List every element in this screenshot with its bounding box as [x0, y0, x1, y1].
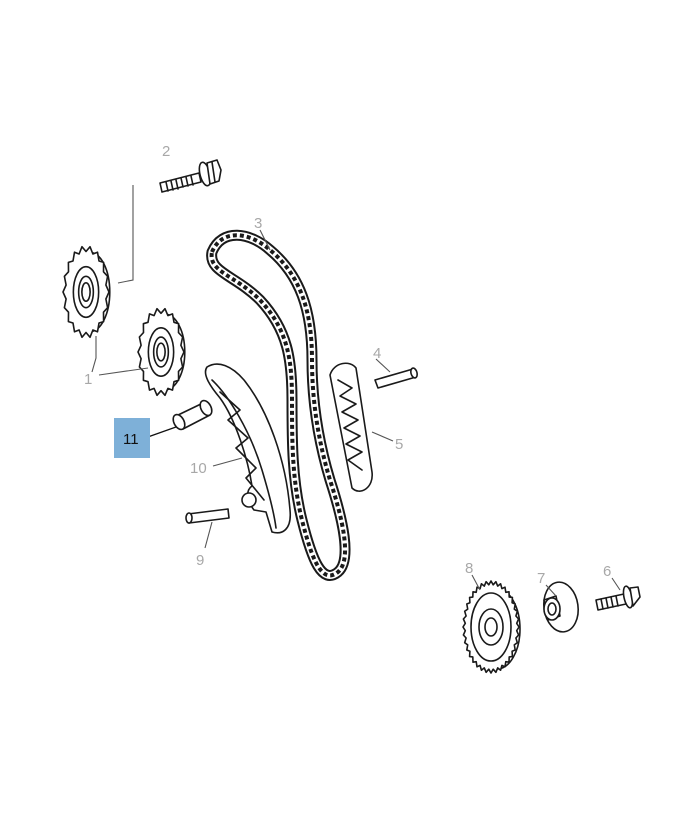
callout-11-highlight[interactable]: [114, 418, 150, 458]
camshaft-sprocket-icon[interactable]: [62, 245, 111, 339]
washer-icon[interactable]: [541, 580, 582, 634]
tensioner-rail-icon[interactable]: [204, 363, 292, 534]
camshaft-sprocket-icon[interactable]: [137, 307, 186, 397]
callout-5[interactable]: 5: [395, 436, 403, 453]
flange-bolt-icon[interactable]: [595, 585, 641, 611]
callout-1[interactable]: 1: [84, 371, 92, 388]
guide-pin-icon[interactable]: [185, 508, 230, 524]
callout-2[interactable]: 2: [162, 143, 170, 160]
chain-tensioner-icon[interactable]: [171, 399, 214, 432]
callout-7[interactable]: 7: [537, 570, 545, 587]
callout-3[interactable]: 3: [254, 215, 262, 232]
crankshaft-gear-icon[interactable]: [462, 580, 521, 674]
callout-8[interactable]: 8: [465, 560, 473, 577]
callout-10[interactable]: 10: [190, 460, 207, 477]
callouts: 2 3 1 4 5 10 9 8 7 6 11: [84, 143, 611, 587]
timing-chain-icon[interactable]: [206, 229, 351, 581]
guide-pin-icon[interactable]: [374, 367, 418, 389]
flange-bolt-icon[interactable]: [159, 159, 222, 193]
callout-4[interactable]: 4: [373, 345, 381, 362]
chain-guide-icon[interactable]: [329, 362, 373, 492]
callout-6[interactable]: 6: [603, 563, 611, 580]
callout-9[interactable]: 9: [196, 552, 204, 569]
callout-11[interactable]: 11: [123, 431, 139, 448]
